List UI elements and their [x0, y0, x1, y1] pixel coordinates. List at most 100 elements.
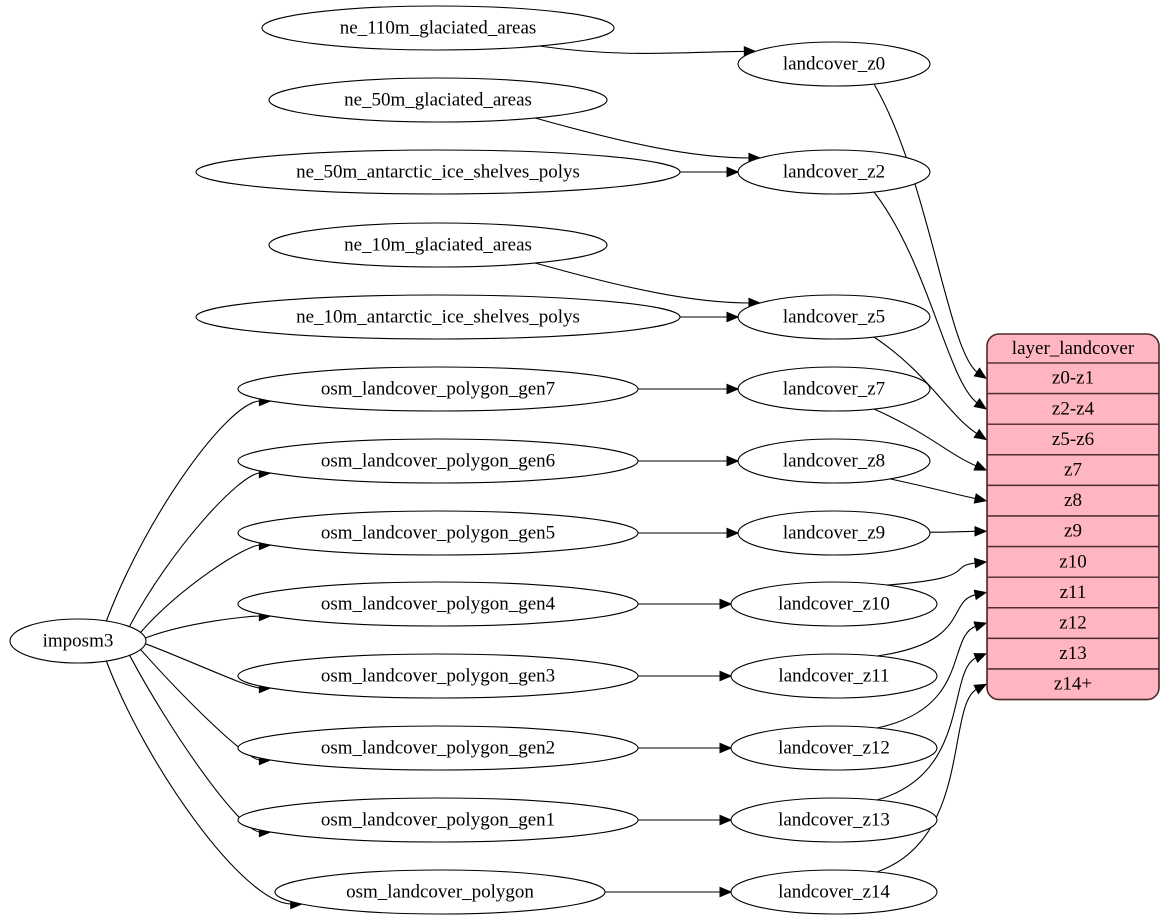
edge-line [886, 562, 977, 586]
edge-landcover-z10-to-row-z10 [886, 557, 988, 586]
table-row-z8[interactable] [987, 484, 1159, 517]
node-shape-imposm3 [9, 618, 147, 664]
node-landcover-z9[interactable]: landcover_z9 [737, 510, 931, 556]
node-label-landcover-z7: landcover_z7 [783, 378, 885, 399]
node-label-landcover-z5: landcover_z5 [783, 306, 885, 327]
node-label-osm-landcover-polygon: osm_landcover_polygon [346, 881, 534, 902]
node-landcover-z7[interactable]: landcover_z7 [737, 366, 931, 412]
edge-arrowhead [726, 311, 740, 323]
table-row-label-z0-z1: z0-z1 [1052, 368, 1094, 389]
edge-landcover-z13-to-row-z13 [876, 653, 988, 801]
node-landcover-z5[interactable]: landcover_z5 [737, 294, 931, 340]
node-landcover-z0[interactable]: landcover_z0 [737, 41, 931, 87]
node-label-ne-110m-glaciated-areas: ne_110m_glaciated_areas [340, 17, 537, 38]
edge-arrowhead [726, 455, 740, 467]
node-imposm3[interactable]: imposm3 [9, 618, 147, 664]
edge-landcover-z11-to-row-z11 [876, 589, 988, 657]
node-label-osm-landcover-polygon-gen3: osm_landcover_polygon_gen3 [321, 665, 555, 686]
node-landcover-z8[interactable]: landcover_z8 [737, 438, 931, 484]
node-landcover-z12[interactable]: landcover_z12 [730, 725, 938, 771]
node-landcover-z14[interactable]: landcover_z14 [730, 869, 938, 915]
node-shape-landcover-z8 [737, 438, 931, 484]
edge-line [876, 594, 977, 657]
node-shape-landcover-z11 [730, 653, 938, 699]
edge-arrowhead [974, 525, 988, 537]
node-shape-landcover-z9 [737, 510, 931, 556]
node-landcover-z10[interactable]: landcover_z10 [730, 581, 938, 627]
table-row-label-z8: z8 [1064, 490, 1082, 511]
edges-layer [105, 45, 988, 910]
node-label-osm-landcover-polygon-gen4: osm_landcover_polygon_gen4 [321, 593, 556, 614]
table-row-label-z2-z4: z2-z4 [1052, 398, 1095, 419]
node-label-landcover-z8: landcover_z8 [783, 450, 885, 471]
table-row-z14[interactable] [987, 668, 1159, 700]
node-ne-50m-glaciated-areas[interactable]: ne_50m_glaciated_areas [268, 77, 608, 123]
node-osm-landcover-polygon-gen4[interactable]: osm_landcover_polygon_gen4 [237, 581, 639, 627]
node-label-landcover-z2: landcover_z2 [783, 161, 885, 182]
node-label-landcover-z9: landcover_z9 [783, 522, 885, 543]
node-label-landcover-z13: landcover_z13 [778, 809, 890, 830]
node-shape-ne-50m-glaciated-areas [268, 77, 608, 123]
edge-landcover-z7-to-row-z7 [873, 408, 988, 471]
edge-osm-landcover-polygon-gen5-to-landcover-z9 [638, 527, 740, 539]
edge-osm-landcover-polygon-gen1-to-landcover-z13 [638, 814, 733, 826]
table-row-z2-z4[interactable] [987, 392, 1159, 425]
node-label-imposm3: imposm3 [43, 630, 114, 651]
table-row-z0-z1[interactable] [987, 362, 1159, 395]
edge-arrowhead [726, 166, 740, 178]
node-osm-landcover-polygon-gen5[interactable]: osm_landcover_polygon_gen5 [237, 510, 639, 556]
edge-osm-landcover-polygon-gen4-to-landcover-z10 [638, 598, 733, 610]
table-row-label-z7: z7 [1064, 459, 1082, 480]
table-header-cell [987, 334, 1159, 363]
table-row-label-z9: z9 [1064, 521, 1082, 542]
node-shape-landcover-z2 [737, 149, 931, 195]
edge-arrowhead [719, 742, 733, 754]
table-header-label: layer_landcover [1012, 338, 1135, 359]
edge-line [128, 472, 261, 627]
node-shape-ne-10m-glaciated-areas [268, 222, 608, 268]
edge-line [145, 615, 261, 639]
edge-arrowhead [719, 598, 733, 610]
edge-line [535, 262, 750, 304]
edge-imposm3-to-osm-landcover-polygon-gen5 [140, 539, 272, 633]
node-label-ne-50m-antarctic-ice-shelves-polys: ne_50m_antarctic_ice_shelves_polys [296, 161, 580, 182]
node-osm-landcover-polygon-gen7[interactable]: osm_landcover_polygon_gen7 [237, 366, 639, 412]
node-shape-osm-landcover-polygon-gen1 [237, 797, 639, 843]
table-row-label-z5-z6: z5-z6 [1052, 429, 1094, 450]
edge-line [539, 45, 746, 54]
edge-ne-10m-antarctic-ice-shelves-polys-to-landcover-z5 [680, 311, 740, 323]
table-outline [986, 333, 1160, 701]
node-ne-10m-glaciated-areas[interactable]: ne_10m_glaciated_areas [268, 222, 608, 268]
edge-line [876, 625, 977, 729]
table-row-z10[interactable] [987, 545, 1159, 578]
table-row-z12[interactable] [987, 607, 1159, 640]
edge-landcover-z12-to-row-z12 [876, 621, 988, 729]
edge-arrowhead [973, 653, 988, 664]
node-landcover-z2[interactable]: landcover_z2 [737, 149, 931, 195]
node-osm-landcover-polygon-gen3[interactable]: osm_landcover_polygon_gen3 [237, 653, 639, 699]
node-osm-landcover-polygon-gen6[interactable]: osm_landcover_polygon_gen6 [237, 438, 639, 484]
node-osm-landcover-polygon-gen1[interactable]: osm_landcover_polygon_gen1 [237, 797, 639, 843]
edge-osm-landcover-polygon-gen3-to-landcover-z11 [637, 670, 733, 682]
edge-line [873, 83, 979, 374]
edge-line [876, 657, 977, 801]
edge-arrowhead [719, 670, 733, 682]
edge-line [105, 660, 292, 905]
edge-line [140, 544, 261, 633]
node-ne-110m-glaciated-areas[interactable]: ne_110m_glaciated_areas [261, 5, 615, 51]
node-osm-landcover-polygon[interactable]: osm_landcover_polygon [274, 869, 606, 915]
edge-line [145, 643, 261, 689]
node-osm-landcover-polygon-gen2[interactable]: osm_landcover_polygon_gen2 [237, 725, 639, 771]
node-label-landcover-z10: landcover_z10 [778, 593, 890, 614]
edge-osm-landcover-polygon-gen6-to-landcover-z8 [638, 455, 740, 467]
edge-line [105, 400, 261, 622]
node-landcover-z11[interactable]: landcover_z11 [730, 653, 938, 699]
node-ne-50m-antarctic-ice-shelves-polys[interactable]: ne_50m_antarctic_ice_shelves_polys [195, 149, 681, 195]
node-ne-10m-antarctic-ice-shelves-polys[interactable]: ne_10m_antarctic_ice_shelves_polys [195, 294, 681, 340]
node-shape-osm-landcover-polygon-gen3 [237, 653, 639, 699]
node-landcover-z13[interactable]: landcover_z13 [730, 797, 938, 843]
edge-arrowhead [973, 621, 988, 632]
table-row-label-z11: z11 [1060, 582, 1087, 603]
